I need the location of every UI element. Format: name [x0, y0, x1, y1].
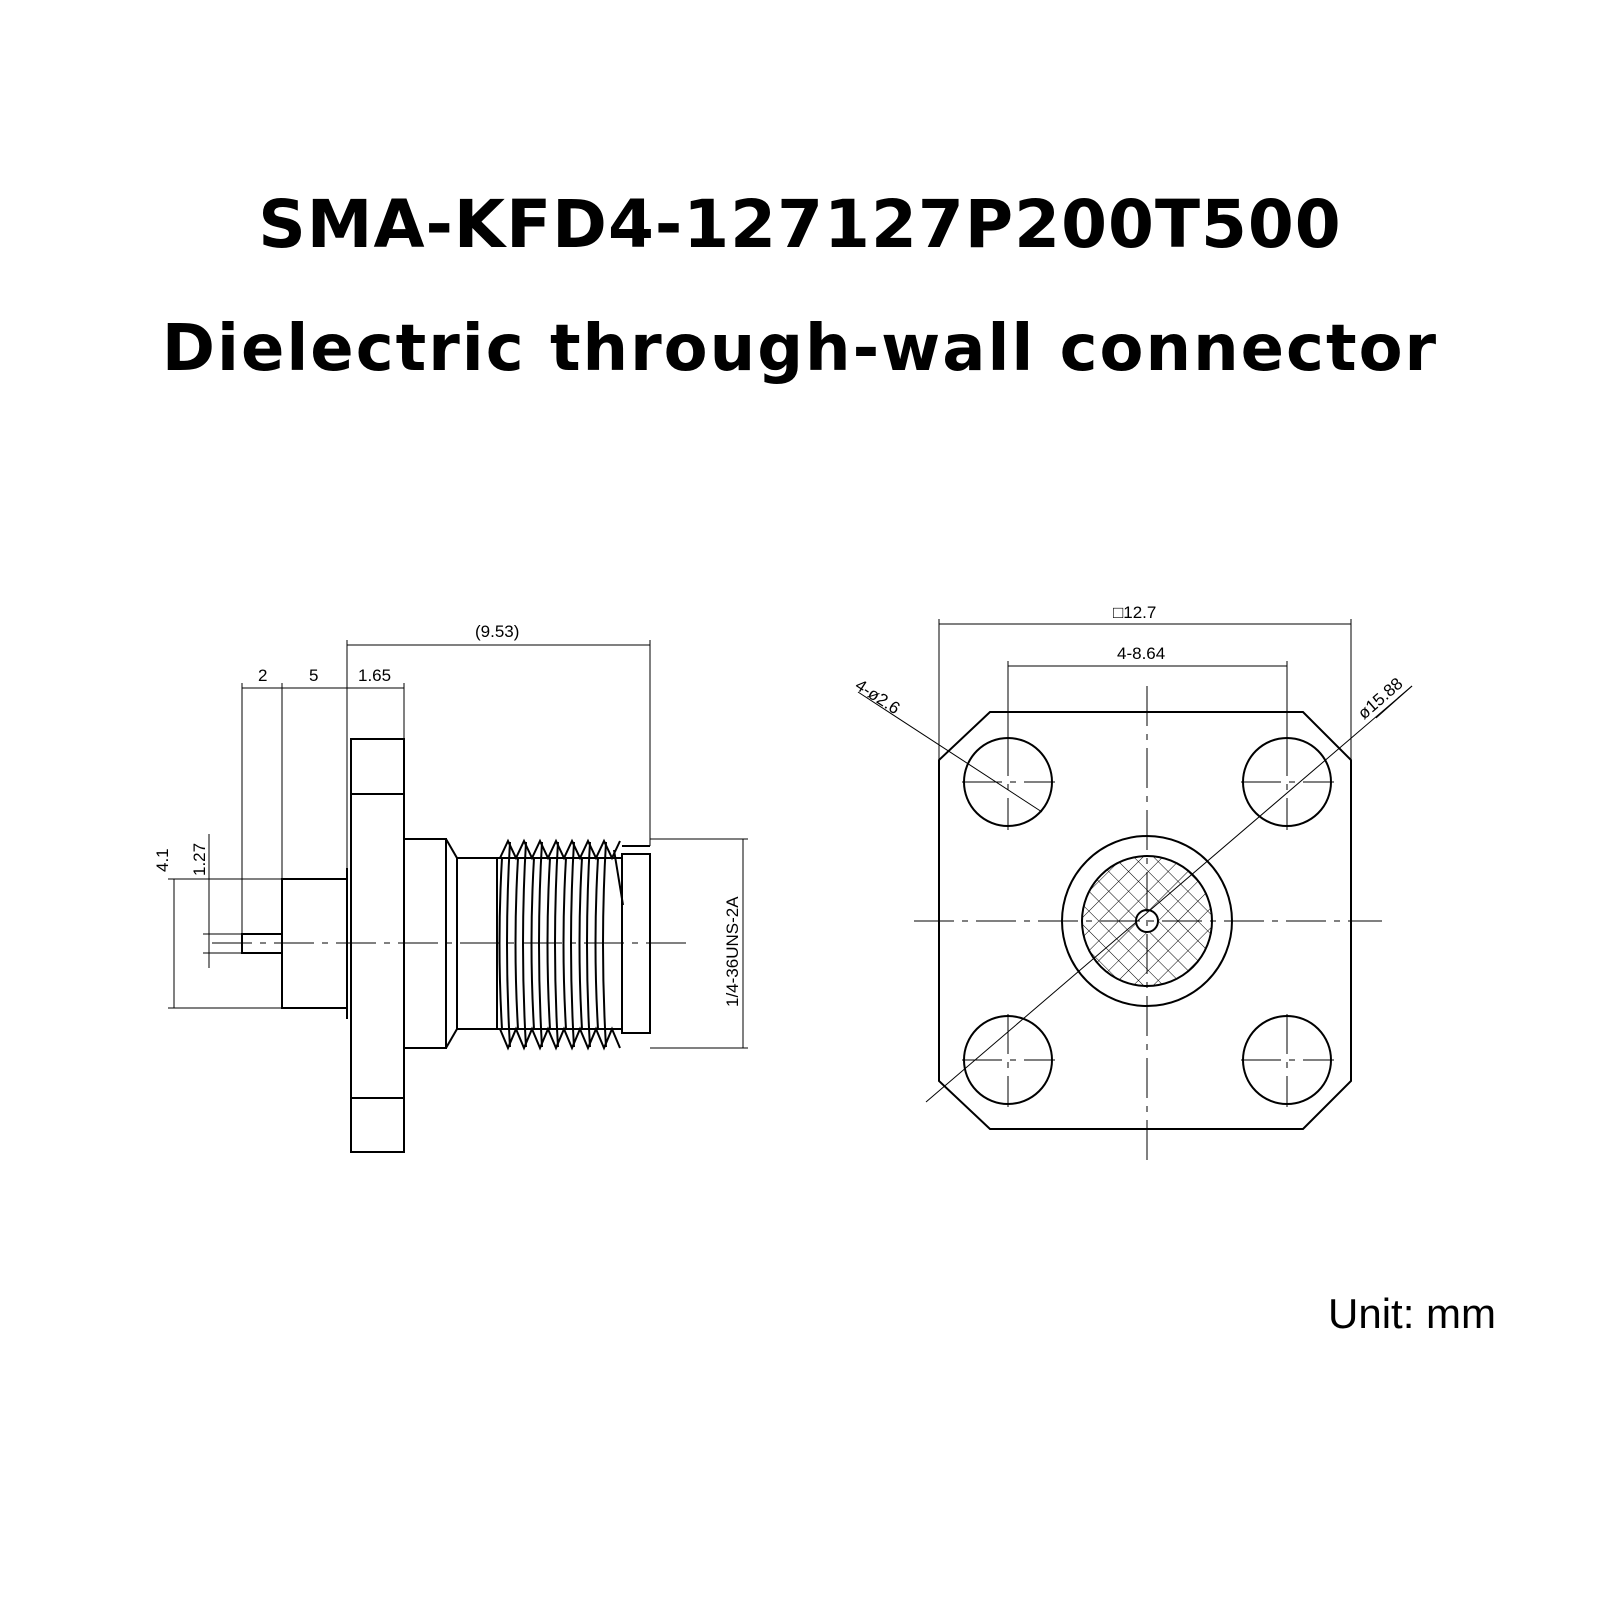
dim-flange-thickness: 1.65	[358, 666, 391, 685]
dim-hole-diameter: 4-ø2.6	[852, 675, 904, 718]
flange	[350, 738, 405, 1153]
dim-body-diameter: 4.1	[153, 848, 172, 872]
unit-label: Unit: mm	[1328, 1290, 1496, 1337]
thread-section	[497, 838, 624, 1051]
dim-pin-length: 2	[258, 666, 267, 685]
dim-pin-diameter: 1.27	[190, 843, 209, 876]
part-number-title: SMA-KFD4-127127P200T500	[258, 186, 1342, 263]
dim-dielectric-length: 5	[309, 666, 318, 685]
flange-outline	[938, 711, 1352, 1130]
side-view	[241, 738, 651, 1153]
side-dimension-lines	[168, 640, 748, 1049]
dim-bolt-circle: ø15.88	[1354, 674, 1406, 723]
front-centerlines	[914, 686, 1382, 1160]
dim-flange-square: □12.7	[1113, 603, 1156, 622]
description-title: Dielectric through-wall connector	[161, 312, 1439, 386]
dim-overall-length: (9.53)	[475, 622, 519, 641]
front-dimension-lines	[857, 619, 1413, 1103]
dim-hole-spacing: 4-8.64	[1117, 644, 1165, 663]
dim-thread-spec: 1/4-36UNS-2A	[723, 896, 742, 1007]
